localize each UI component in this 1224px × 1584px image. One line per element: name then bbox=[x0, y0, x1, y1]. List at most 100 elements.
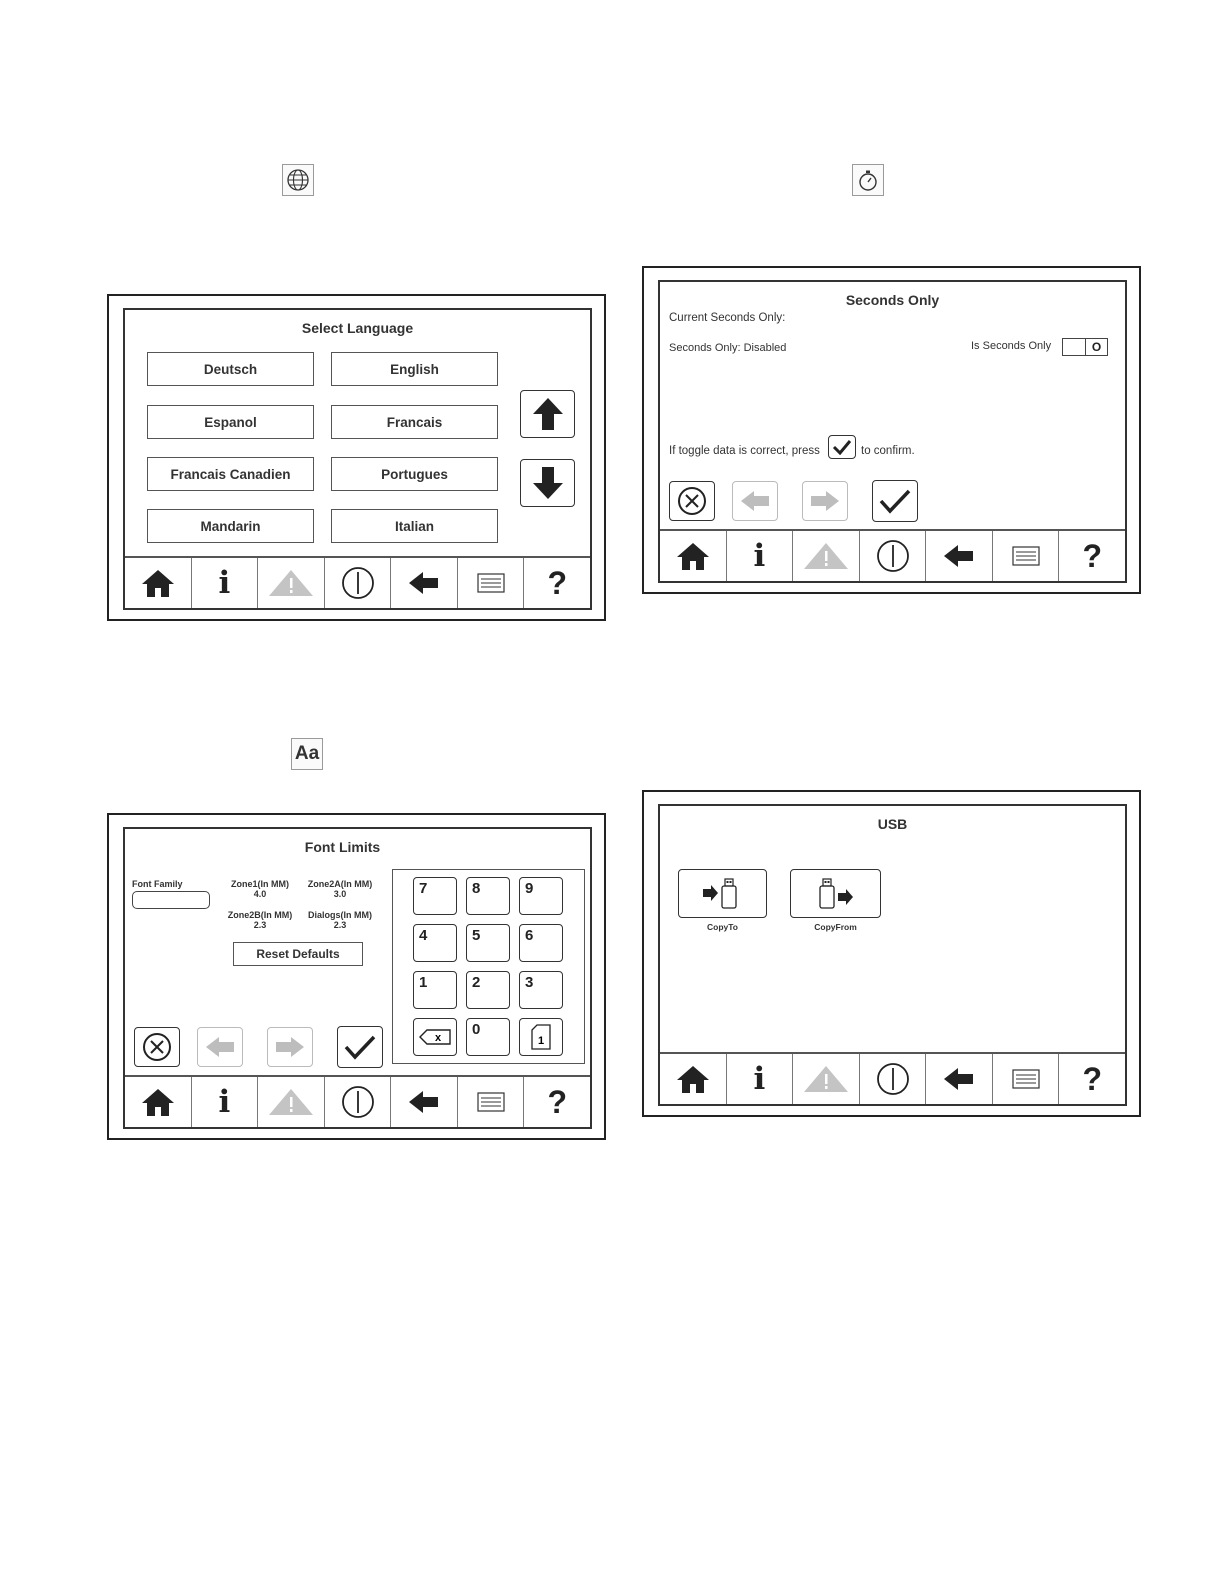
globe-icon[interactable] bbox=[282, 164, 314, 196]
nav-back-button[interactable] bbox=[391, 558, 458, 608]
language-button-espanol[interactable]: Espanol bbox=[147, 405, 314, 439]
font-family-input[interactable] bbox=[132, 891, 210, 909]
nav-warning-button[interactable] bbox=[258, 1077, 325, 1127]
panel-title: Font Limits bbox=[304, 839, 381, 855]
nav-info-button[interactable]: i bbox=[727, 531, 794, 581]
seconds-status-text: Seconds Only: Disabled bbox=[669, 342, 787, 354]
language-button-mandarin[interactable]: Mandarin bbox=[147, 509, 314, 543]
nav-back-button[interactable] bbox=[391, 1077, 458, 1127]
check-icon bbox=[879, 489, 911, 514]
cancel-button[interactable] bbox=[669, 481, 715, 521]
nav-home-button[interactable] bbox=[660, 1054, 727, 1104]
key-7[interactable]: 7 bbox=[413, 877, 457, 915]
nav-info-button[interactable]: i bbox=[192, 558, 259, 608]
key-3[interactable]: 3 bbox=[519, 971, 563, 1009]
dialogs-label: Dialogs(In MM) 2.3 bbox=[300, 910, 380, 930]
nav-warning-button[interactable] bbox=[793, 531, 860, 581]
nav-help-button[interactable]: ? bbox=[1059, 1054, 1125, 1104]
nav-menu-button[interactable] bbox=[993, 1054, 1060, 1104]
nav-info-button[interactable]: i bbox=[192, 1077, 259, 1127]
nav-warning-button[interactable] bbox=[258, 558, 325, 608]
scroll-up-button[interactable] bbox=[520, 390, 575, 438]
nav-help-button[interactable]: ? bbox=[1059, 531, 1125, 581]
enter-icon: 1 bbox=[531, 1024, 551, 1050]
key-9[interactable]: 9 bbox=[519, 877, 563, 915]
nav-power-button[interactable] bbox=[860, 1054, 927, 1104]
dialogs-label-text: Dialogs(In MM) bbox=[308, 910, 372, 920]
confirm-button[interactable] bbox=[337, 1026, 383, 1068]
language-button-deutsch[interactable]: Deutsch bbox=[147, 352, 314, 386]
previous-button[interactable] bbox=[732, 481, 778, 521]
next-button[interactable] bbox=[267, 1027, 313, 1067]
stopwatch-icon[interactable] bbox=[852, 164, 884, 196]
backspace-icon: x bbox=[419, 1029, 451, 1045]
language-button-francais[interactable]: Francais bbox=[331, 405, 498, 439]
enter-key[interactable]: 1 bbox=[519, 1018, 563, 1056]
info-icon: i bbox=[218, 1084, 231, 1120]
nav-help-button[interactable]: ? bbox=[524, 1077, 590, 1127]
menu-list-icon bbox=[477, 1092, 505, 1112]
seconds-only-panel: Seconds Only Current Seconds Only: Secon… bbox=[642, 266, 1141, 594]
language-button-italian[interactable]: Italian bbox=[331, 509, 498, 543]
warning-icon bbox=[268, 1089, 313, 1115]
help-icon: ? bbox=[1082, 1060, 1103, 1097]
copy-to-button[interactable] bbox=[678, 869, 767, 918]
key-5[interactable]: 5 bbox=[466, 924, 510, 962]
power-icon bbox=[876, 1063, 909, 1095]
previous-button[interactable] bbox=[197, 1027, 243, 1067]
help-icon: ? bbox=[1082, 537, 1103, 574]
nav-home-button[interactable] bbox=[125, 558, 192, 608]
usb-copy-from-icon bbox=[818, 877, 853, 909]
power-icon bbox=[341, 567, 374, 599]
panel-title: Seconds Only bbox=[845, 292, 940, 308]
key-1[interactable]: 1 bbox=[413, 971, 457, 1009]
warning-icon bbox=[268, 570, 313, 596]
nav-menu-button[interactable] bbox=[993, 531, 1060, 581]
arrow-right-icon bbox=[811, 491, 839, 511]
nav-info-button[interactable]: i bbox=[727, 1054, 794, 1104]
zone1-label: Zone1(In MM) 4.0 bbox=[220, 879, 300, 899]
reset-defaults-button[interactable]: Reset Defaults bbox=[233, 942, 363, 966]
key-8[interactable]: 8 bbox=[466, 877, 510, 915]
warning-icon bbox=[803, 543, 848, 569]
language-button-english[interactable]: English bbox=[331, 352, 498, 386]
nav-back-button[interactable] bbox=[926, 531, 993, 581]
nav-power-button[interactable] bbox=[860, 531, 927, 581]
zone1-value: 4.0 bbox=[253, 889, 267, 899]
language-panel: Select Language Deutsch English Espanol … bbox=[107, 294, 606, 621]
next-button[interactable] bbox=[802, 481, 848, 521]
scroll-down-button[interactable] bbox=[520, 459, 575, 507]
language-button-portugues[interactable]: Portugues bbox=[331, 457, 498, 491]
nav-help-button[interactable]: ? bbox=[524, 558, 590, 608]
home-icon bbox=[676, 1066, 709, 1093]
key-6[interactable]: 6 bbox=[519, 924, 563, 962]
cancel-button[interactable] bbox=[134, 1027, 180, 1067]
nav-menu-button[interactable] bbox=[458, 1077, 525, 1127]
nav-warning-button[interactable] bbox=[793, 1054, 860, 1104]
nav-menu-button[interactable] bbox=[458, 558, 525, 608]
language-button-francais-canadien[interactable]: Francais Canadien bbox=[147, 457, 314, 491]
back-arrow-icon bbox=[409, 1091, 439, 1113]
confirm-button[interactable] bbox=[872, 480, 918, 522]
key-2[interactable]: 2 bbox=[466, 971, 510, 1009]
nav-home-button[interactable] bbox=[125, 1077, 192, 1127]
bottom-navbar: i ? bbox=[125, 1075, 590, 1127]
nav-back-button[interactable] bbox=[926, 1054, 993, 1104]
key-4[interactable]: 4 bbox=[413, 924, 457, 962]
current-seconds-label: Current Seconds Only: bbox=[669, 312, 786, 324]
nav-power-button[interactable] bbox=[325, 558, 392, 608]
font-size-icon[interactable]: Aa bbox=[291, 738, 323, 770]
copy-from-label: CopyFrom bbox=[814, 922, 857, 932]
nav-power-button[interactable] bbox=[325, 1077, 392, 1127]
backspace-key[interactable]: x bbox=[413, 1018, 457, 1056]
key-0[interactable]: 0 bbox=[466, 1018, 510, 1056]
back-arrow-icon bbox=[409, 572, 439, 594]
toggle-value: O bbox=[1091, 340, 1102, 354]
seconds-only-toggle[interactable]: O bbox=[1062, 338, 1108, 356]
nav-home-button[interactable] bbox=[660, 531, 727, 581]
numeric-keypad: 7 8 9 4 5 6 1 2 3 x 0 1 bbox=[392, 869, 585, 1064]
home-icon bbox=[141, 1089, 174, 1116]
menu-list-icon bbox=[1012, 546, 1040, 566]
font-family-label: Font Family bbox=[132, 879, 183, 889]
copy-from-button[interactable] bbox=[790, 869, 881, 918]
